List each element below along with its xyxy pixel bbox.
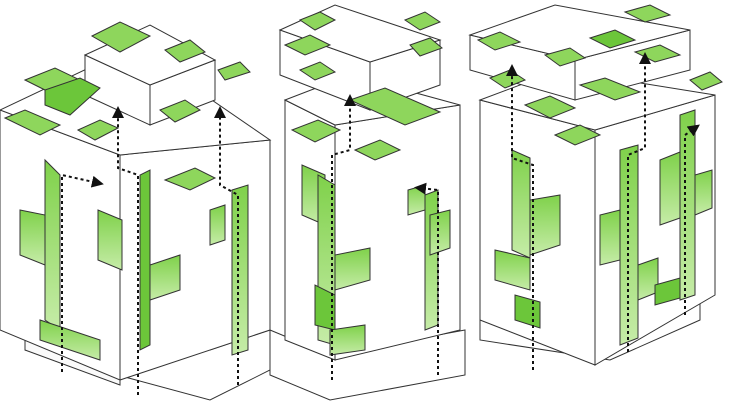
tower-2-path-2 — [414, 182, 439, 375]
tower-1-path-3 — [214, 106, 239, 385]
tower-3-green-recesses — [476, 4, 723, 346]
tower-3-path-3 — [684, 124, 700, 315]
tower-2-green-recesses — [283, 11, 451, 356]
tower-2-paths — [331, 94, 439, 380]
tower-3-path-1 — [506, 64, 534, 370]
tower-2 — [269, 4, 466, 401]
tower-1-paths — [61, 106, 239, 395]
tower-1-path-2 — [112, 106, 139, 395]
tower-2-path-1 — [331, 94, 356, 380]
tower-3 — [468, 4, 723, 370]
tower-3-paths — [506, 52, 700, 370]
tower-1-green-recesses — [3, 21, 251, 361]
tower-3-crown-top — [468, 4, 691, 61]
tower-3-path-2 — [627, 52, 651, 352]
tower-1 — [0, 21, 272, 401]
